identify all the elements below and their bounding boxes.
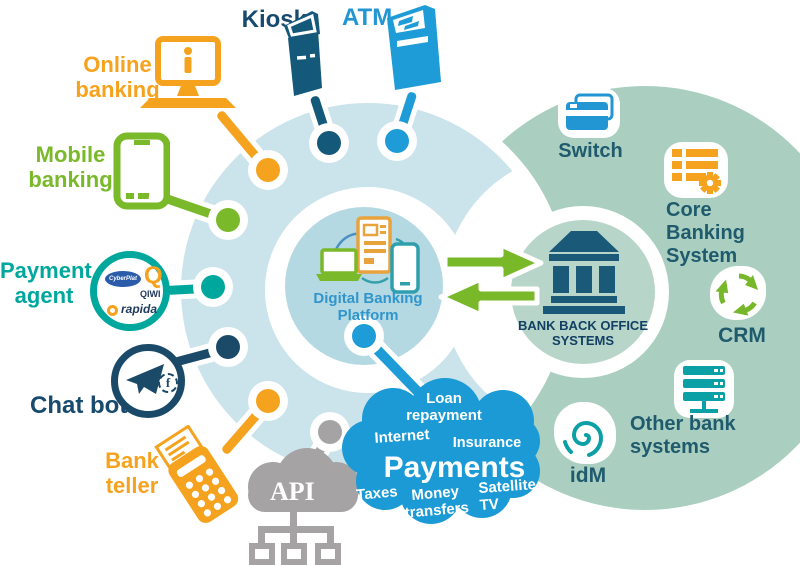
crm-icon [715, 273, 758, 316]
payment-agent-label: Payment agent [0, 258, 92, 309]
rapida-mark-icon [107, 305, 118, 316]
back-office-label: BANK BACK OFFICE SYSTEMS [518, 318, 648, 348]
core-banking-icon [672, 149, 721, 194]
cyberplat-logo: CyberPlat [105, 271, 141, 287]
exchange-arrows-icon [438, 242, 544, 318]
network-node [281, 543, 307, 565]
api-cloud-label: API [270, 477, 315, 506]
idm-icon-bg [554, 402, 616, 464]
mobile-banking-dot [216, 208, 240, 232]
online-banking-dot [256, 158, 280, 182]
idm-icon [563, 420, 604, 457]
payment-agent-icon: CyberPlat Q QIWI rapida [90, 251, 170, 331]
online-banking-label: Online banking [75, 52, 160, 103]
payments-dot [352, 324, 376, 348]
rapida-logo: rapida [121, 302, 158, 316]
kiosk-icon [284, 11, 322, 96]
atm-dot [385, 129, 409, 153]
payment-agent-dot [201, 275, 225, 299]
platform-devices-icon [316, 216, 420, 294]
core-banking-label: Core Banking System [666, 199, 745, 267]
qiwi-q-logo: Q [144, 262, 163, 289]
chat-bot-icon: f [111, 344, 185, 418]
facebook-icon: f [158, 373, 178, 393]
crm-label: CRM [718, 324, 766, 347]
atm-label: ATM [342, 4, 393, 31]
payments-item-money: Money transfers [404, 482, 470, 522]
telegram-icon [126, 364, 164, 394]
kiosk-dot [317, 131, 341, 155]
chat-bot-label: Chat bot [30, 392, 128, 419]
bank-building-icon [543, 231, 625, 314]
mobile-banking-label: Mobile banking [28, 142, 113, 193]
bank-teller-label: Bank teller [105, 448, 159, 499]
payments-item-satellite: Satellite TV [477, 476, 537, 514]
payments-cloud-title: Payments [383, 451, 526, 484]
api-cloud-base [248, 478, 358, 512]
other-bank-systems-icon [683, 366, 725, 413]
mobile-banking-icon [113, 132, 170, 210]
payments-item-insurance: Insurance [452, 435, 522, 451]
bank-teller-dot [256, 389, 280, 413]
network-node [315, 543, 341, 565]
idm-label: idM [569, 464, 607, 487]
api-dot [318, 420, 342, 444]
payments-item-loan: Loan repayment [406, 390, 482, 424]
network-node [249, 543, 275, 565]
chat-bot-dot [216, 335, 240, 359]
switch-card-icon [566, 93, 614, 130]
atm-icon [387, 5, 441, 90]
online-banking-icon [140, 36, 236, 108]
bank-teller-icon [154, 425, 239, 523]
platform-label: Digital Banking Platform [313, 290, 423, 325]
other-systems-label: Other bank systems [630, 413, 736, 458]
qiwi-logo: QIWI [140, 289, 161, 299]
switch-label: Switch [558, 140, 623, 162]
